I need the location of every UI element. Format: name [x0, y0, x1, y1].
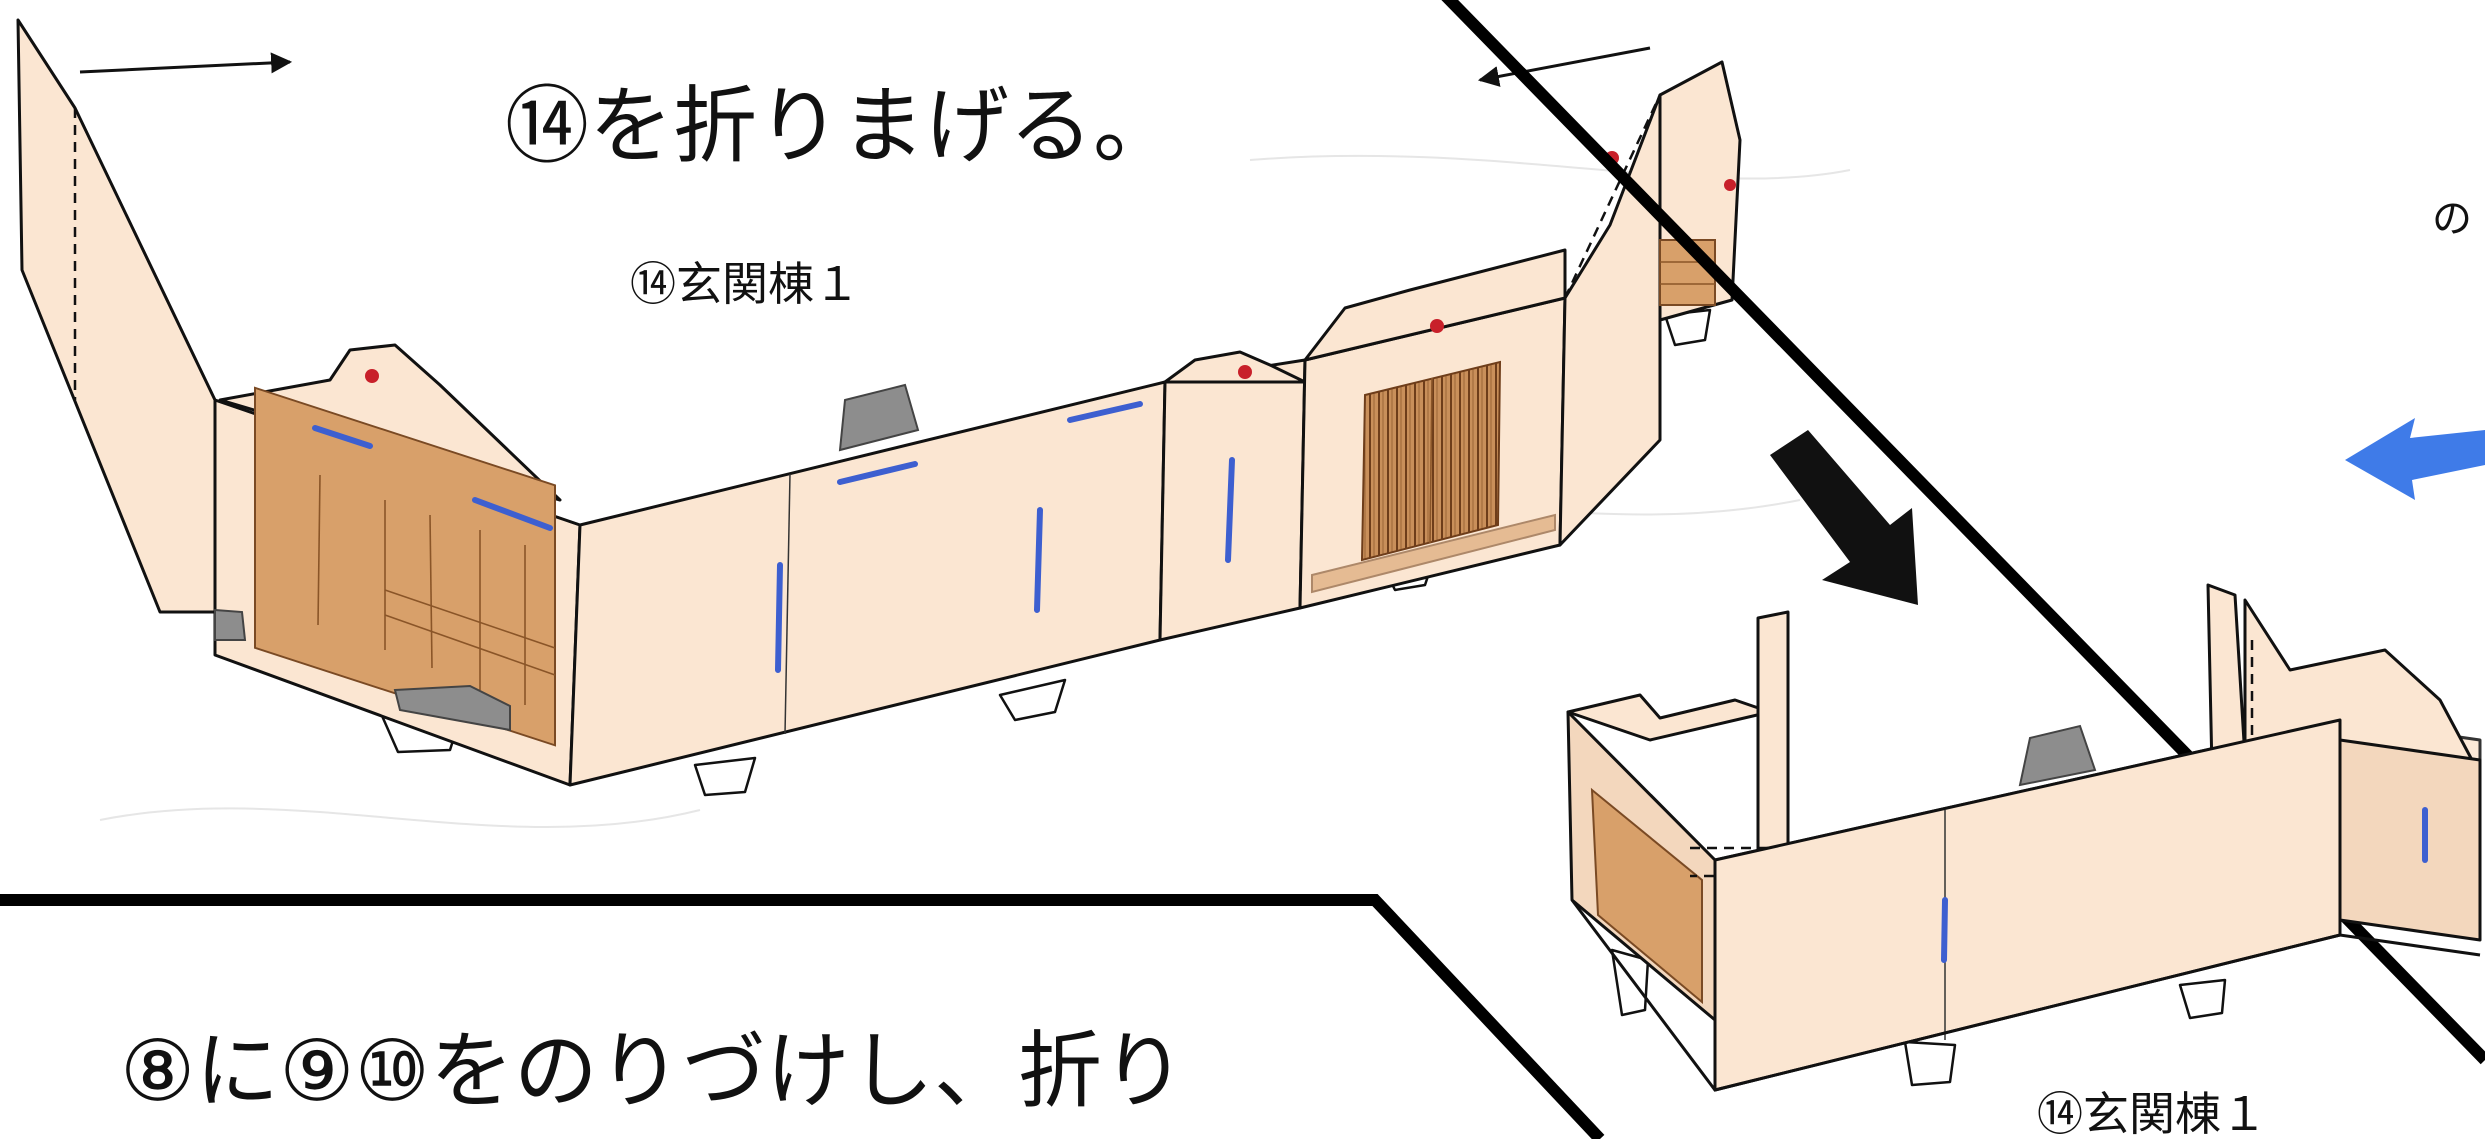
- arrow-down-right-icon: [1770, 430, 1918, 605]
- bottom-tab: [693, 756, 757, 797]
- wood-frame-lines: [317, 474, 556, 705]
- left-end-panel: [16, 18, 217, 614]
- foundation-stone: [393, 684, 511, 732]
- glue-dot: [1430, 319, 1444, 333]
- foundation-stone: [214, 608, 247, 641]
- arrow-right-icon: [79, 52, 293, 74]
- part14-flat-label: ⑭玄関棟１: [630, 257, 860, 311]
- gable-tab: [1163, 350, 1307, 384]
- part14-folded-label: ⑭玄関棟１: [2037, 1087, 2267, 1139]
- glue-dot: [365, 369, 379, 383]
- step14-instruction: ⑭を折りまげる。: [505, 77, 1177, 175]
- folded-right-end: [2338, 738, 2482, 942]
- chimney-tab: [838, 383, 920, 452]
- flat-net-part14: [16, 18, 1742, 797]
- section-divider: [0, 894, 1605, 1139]
- arrow-left-icon: [1477, 46, 1651, 87]
- folded-model-part14: [1566, 583, 2482, 1092]
- bottom-tab: [998, 678, 1067, 722]
- glue-dot: [1238, 365, 1252, 379]
- entrance-gable: [1303, 248, 1567, 362]
- folded-wood-front: [1590, 787, 1703, 1005]
- side-fragment-text: の: [2432, 196, 2472, 242]
- folded-chimney: [2018, 724, 2097, 787]
- folded-left-flap: [1756, 610, 1790, 862]
- step8-instruction: ⑧に⑨⑩をのりづけし、折り: [120, 1022, 1186, 1120]
- glue-dot: [1724, 179, 1736, 191]
- blue-arrow-left-icon: [2345, 418, 2485, 500]
